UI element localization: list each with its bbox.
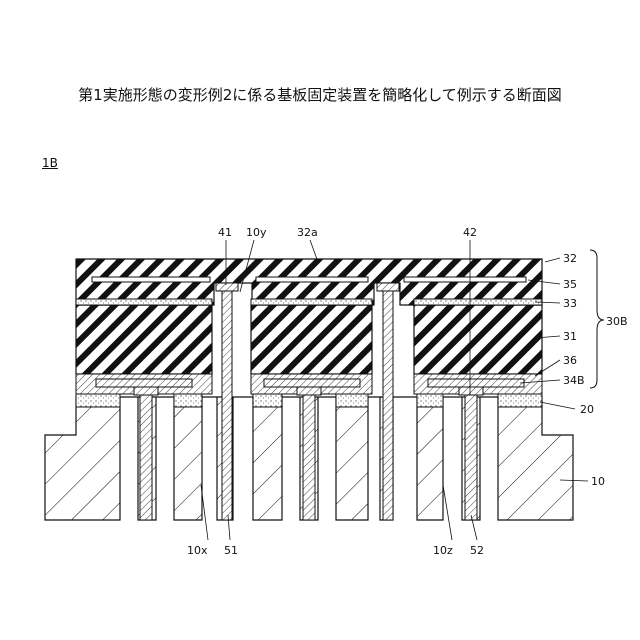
label-30B: 30B	[606, 315, 628, 328]
label-10z: 10z	[433, 544, 453, 557]
base-body-31	[76, 305, 542, 374]
lift-pin-51	[222, 291, 232, 520]
label-10y: 10y	[246, 226, 267, 239]
label-41: 41	[218, 226, 232, 239]
label-32: 32	[563, 252, 577, 265]
label-33: 33	[563, 297, 577, 310]
layer-33	[76, 299, 542, 305]
label-52: 52	[470, 544, 484, 557]
label-32a: 32a	[297, 226, 318, 239]
label-10x: 10x	[187, 544, 208, 557]
label-10: 10	[591, 475, 605, 488]
label-36: 36	[563, 354, 577, 367]
label-34B: 34B	[563, 374, 585, 387]
label-42: 42	[463, 226, 477, 239]
lift-pin-center	[303, 395, 315, 520]
lift-pin-52	[465, 395, 477, 520]
lift-pin-left	[140, 395, 152, 520]
label-31: 31	[563, 330, 577, 343]
pin-pad-41	[216, 283, 238, 291]
bracket-30B	[590, 250, 604, 388]
lift-pin-middle	[383, 291, 393, 520]
pin-pad-right	[377, 283, 399, 291]
electrode-35	[92, 277, 526, 282]
label-35: 35	[563, 278, 577, 291]
electrode-34B	[96, 379, 524, 387]
label-51: 51	[224, 544, 238, 557]
label-20: 20	[580, 403, 594, 416]
